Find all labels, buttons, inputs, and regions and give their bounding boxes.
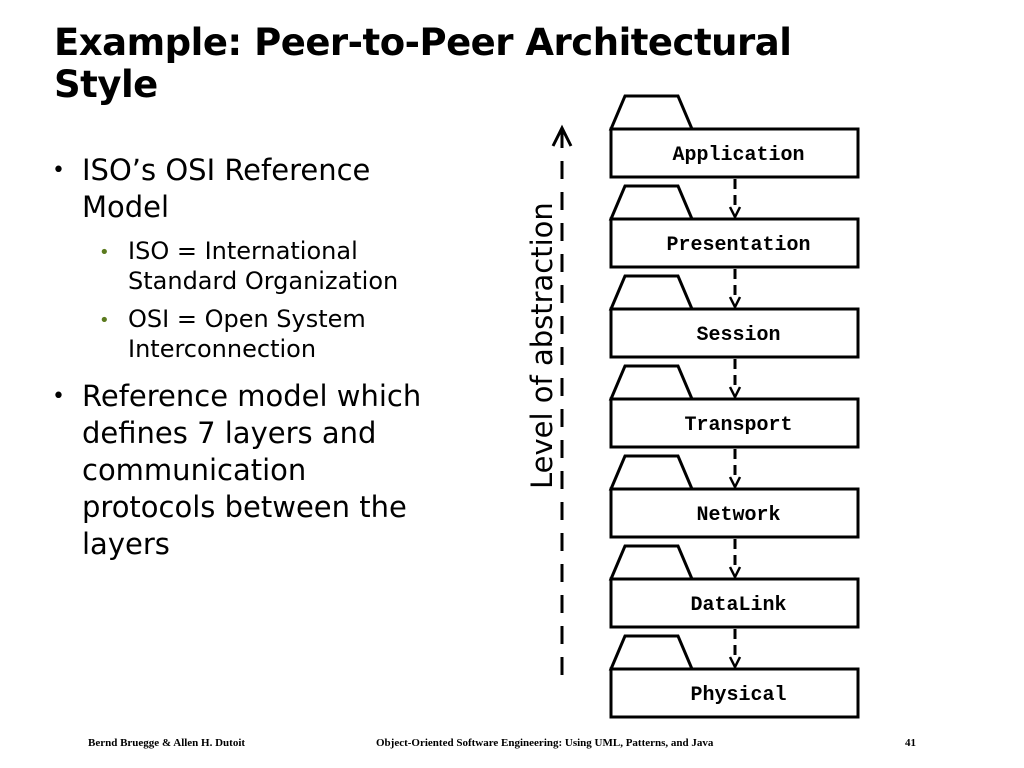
bullet-text-line: Model <box>82 190 170 224</box>
package-tab-icon <box>608 94 695 131</box>
layer-box <box>609 307 860 359</box>
footer-book-title: Object-Oriented Software Engineering: Us… <box>376 737 714 749</box>
dependency-arrowhead-icon <box>728 656 742 670</box>
layer-box <box>609 397 860 449</box>
abstraction-axis <box>551 124 573 688</box>
dependency-arrowhead-icon <box>728 296 742 310</box>
abstraction-axis-arrowhead-icon <box>551 124 573 147</box>
layer-package: DataLink <box>608 544 860 629</box>
layer-label: Session <box>696 324 780 347</box>
layer-box <box>609 217 860 269</box>
sub-bullet-text-line: Standard Organization <box>128 267 399 295</box>
layer-package: Application <box>608 94 860 179</box>
slide-title-line-1: Example: Peer-to-Peer Architectural <box>54 21 792 64</box>
dependency-arrowhead-icon <box>728 566 742 580</box>
dependency-arrowhead-icon <box>728 206 742 220</box>
layer-package: Presentation <box>608 184 860 269</box>
bullet-text-line: defines 7 layers and <box>82 416 377 450</box>
sub-bullet-text-line: Interconnection <box>128 335 317 363</box>
sub-bullet-osi: • OSI = Open System Interconnection <box>82 304 472 364</box>
package-tab-icon <box>608 274 695 311</box>
package-tab-icon <box>608 184 695 221</box>
layer-box <box>609 487 860 539</box>
layer-label: Application <box>672 144 804 167</box>
layer-box <box>609 577 860 629</box>
dependency-arrowhead-icon <box>728 386 742 400</box>
slide-title-line-2: Style <box>54 63 158 106</box>
sub-bullet-text-line: ISO = International <box>128 237 358 265</box>
bullet-osi-model: • ISO’s OSI Reference Model • ISO = Inte… <box>52 152 472 364</box>
bullet-reference-model: • Reference model which defines 7 layers… <box>52 378 472 563</box>
sub-bullet-text-line: OSI = Open System <box>128 305 366 333</box>
layer-package: Transport <box>608 364 860 449</box>
package-tab-icon <box>608 454 695 491</box>
slide-title: Example: Peer-to-Peer Architectural Styl… <box>54 22 854 106</box>
bullet-dot-icon: • <box>52 384 65 409</box>
sub-bullet-dot-icon: • <box>99 242 110 263</box>
osi-layer-diagram: Level of abstraction ApplicationPresenta… <box>525 94 860 719</box>
bullet-list: • ISO’s OSI Reference Model • ISO = Inte… <box>52 152 472 573</box>
axis-label: Level of abstraction <box>525 202 559 489</box>
bullet-text-line: layers <box>82 527 170 561</box>
footer-authors: Bernd Bruegge & Allen H. Dutoit <box>88 737 246 749</box>
bullet-text-line: Reference model which <box>82 379 422 413</box>
sub-bullet-iso: • ISO = International Standard Organizat… <box>82 236 472 296</box>
layer-package: Network <box>608 454 860 539</box>
package-tab-icon <box>608 634 695 671</box>
layer-box <box>609 127 860 179</box>
layer-label: DataLink <box>690 594 786 617</box>
layer-label: Physical <box>690 684 786 707</box>
layer-package: Physical <box>608 634 860 719</box>
sub-bullet-list: • ISO = International Standard Organizat… <box>82 236 472 364</box>
layer-label: Transport <box>684 414 792 437</box>
bullet-dot-icon: • <box>52 158 65 183</box>
bullet-text-line: ISO’s OSI Reference <box>82 153 371 187</box>
sub-bullet-dot-icon: • <box>99 310 110 331</box>
layer-label: Presentation <box>666 234 810 257</box>
dependency-arrowhead-icon <box>728 476 742 490</box>
package-tab-icon <box>608 364 695 401</box>
layer-label: Network <box>696 504 780 527</box>
bullet-text-line: protocols between the <box>82 490 407 524</box>
bullet-text-line: communication <box>82 453 307 487</box>
layer-box <box>609 667 860 719</box>
layer-package: Session <box>608 274 860 359</box>
layer-stack: ApplicationPresentationSessionTransportN… <box>608 94 860 719</box>
footer-page-number: 41 <box>905 737 916 749</box>
package-tab-icon <box>608 544 695 581</box>
